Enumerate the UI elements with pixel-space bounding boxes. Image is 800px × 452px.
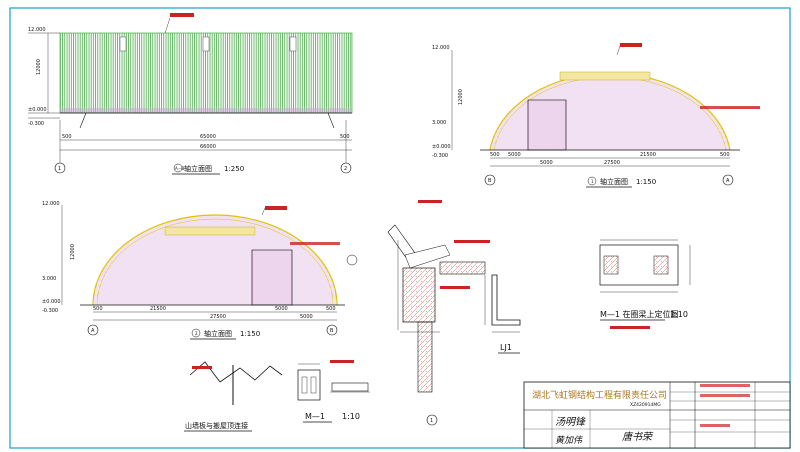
gable-title: 山墙板与搬屋顶连接 [185,421,248,430]
skylight-2 [202,36,210,52]
signature-2: 黄加伟 [555,435,583,446]
l-title: 轴立面图 [204,329,232,338]
level-top: 12.000 [28,27,46,33]
level-ground: ±0.000 [28,107,47,113]
r-title: 轴立面图 [600,177,628,186]
m1-title: M—1 [305,412,325,421]
l-level-below: -0.300 [42,308,58,314]
company-name: 湖北飞虹钢结构工程有限责任公司 [532,389,667,401]
r-height-dim: 12000 [458,89,464,105]
r-level-3: 3.000 [432,120,446,126]
node-axis: 1 [430,418,433,424]
r-dim-4: 500 [720,152,730,158]
m1-position-detail: M—1 在圈梁上定位图 1:10 [599,239,691,329]
l-dim-1: 500 [93,306,103,312]
l-title-tag: 2 [195,331,198,336]
signature-3: 唐书荣 [622,431,654,443]
signature-1: 汤明锋 [555,416,586,428]
lj1-title: LJ1 [500,343,512,352]
level-below: -0.300 [28,121,44,127]
skylight-3 [289,36,297,52]
callout-label-2 [620,43,642,47]
axis-2-marker [340,162,352,174]
l-height-dim: 12000 [70,244,76,260]
door-opening-2 [251,249,293,306]
elevation-axis-2: 12.000 3.000 ±0.000 -0.300 12000 500 215… [42,201,358,340]
title-tag-ab: A－B [175,166,185,171]
r-dim-2: 5000 [508,152,521,158]
r-dim-1: 500 [490,152,500,158]
l-dim-3: 5000 [275,306,288,312]
r-axis-b: B [488,178,492,184]
r-dim-6: 27500 [604,160,620,166]
r-title-tag: 1 [591,179,594,184]
beam-section [599,244,679,286]
r-dim-3: 21500 [640,152,656,158]
r-level-below: -0.300 [432,153,448,159]
r-level-top: 12.000 [432,45,450,51]
project-code: XZ420914MG [630,402,661,408]
l-level-0: ±0.000 [42,299,61,305]
elevation-axis-1: 12.000 3.000 ±0.000 -0.300 12000 500 500… [432,43,760,188]
title-block: 湖北飞虹钢结构工程有限责任公司 XZ420914MG 汤明锋 黄加伟 唐书荣 [523,381,791,449]
dim-65000: 65000 [200,134,216,140]
column [417,321,433,393]
skylight-1 [119,36,127,52]
l-level-3: 3.000 [42,276,56,282]
dim-500-a: 500 [62,134,72,140]
arch-outline-2 [92,214,338,306]
m1pos-scale: 1:10 [670,310,688,319]
r-scale: 1:150 [636,178,656,186]
title-ab: 轴立面图 [184,164,212,173]
vent-band-2 [164,226,256,236]
l-axis-a: A [91,328,95,334]
r-dim-5: 5000 [540,160,553,166]
l-dim-5: 5000 [300,314,313,320]
vent-band [559,71,651,81]
m1-detail: M—1 1:10 [297,360,370,423]
callout-label [170,13,194,17]
scale-ab: 1:250 [224,165,244,173]
r-axis-a: A [726,178,730,184]
l-dim-4: 500 [326,306,336,312]
l-axis-b: B [330,328,334,334]
door-opening [527,99,567,151]
m1-scale: 1:10 [342,412,360,421]
r-level-0: ±0.000 [432,144,451,150]
l-scale: 1:150 [240,330,260,338]
axis-2: 2 [344,166,347,172]
height-dim: 12000 [36,59,42,75]
ring-beam [402,267,436,323]
l-dim-2: 21500 [150,306,166,312]
lj1-detail: LJ1 [484,274,521,354]
m1pos-title: M—1 在圈梁上定位图 [600,309,679,319]
sheet-frame [9,7,791,449]
base-band [60,108,352,113]
l-level-top: 12.000 [42,201,60,207]
dim-66000: 66000 [200,144,216,150]
gable-detail: 山墙板与搬屋顶连接 [184,361,283,432]
axis-1: 1 [58,166,61,172]
dim-500-b: 500 [340,134,350,140]
node-detail: 1 [387,200,490,426]
axis-1-marker [54,162,66,174]
m1-plate [297,369,321,401]
elevation-ab: 12.000 ±0.000 -0.300 12000 500 65000 500… [28,13,353,175]
l-dim-6: 27500 [210,314,226,320]
